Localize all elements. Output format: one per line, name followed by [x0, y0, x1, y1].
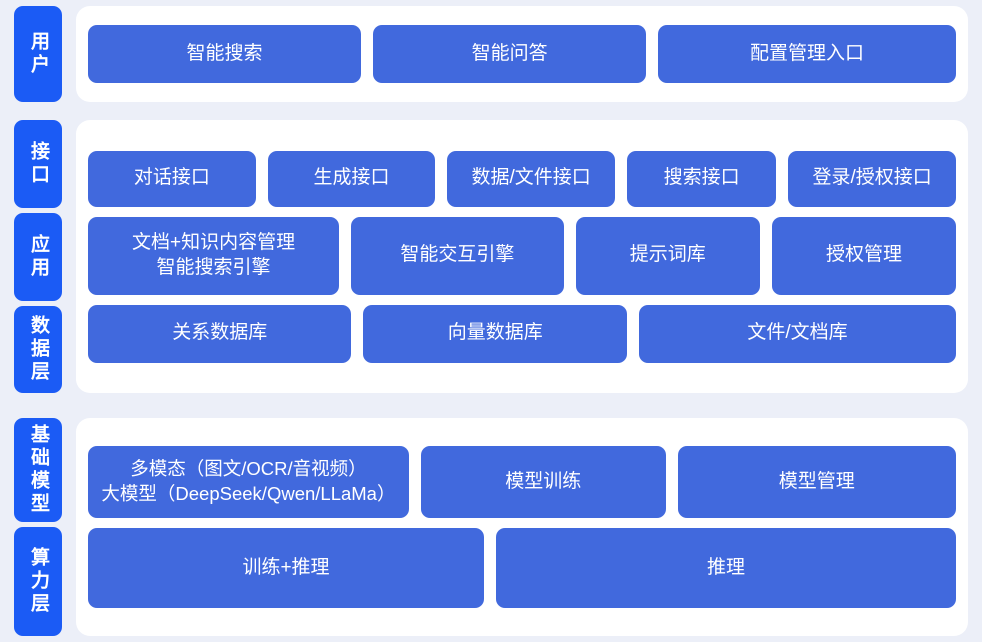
- rail-tab-application[interactable]: 应用: [14, 213, 62, 301]
- rail-tab-users[interactable]: 用户: [14, 6, 62, 102]
- node-smart-qa[interactable]: 智能问答: [373, 25, 647, 83]
- row-models: 多模态（图文/OCR/音视频） 大模型（DeepSeek/Qwen/LLaMa）…: [88, 446, 957, 518]
- node-file-document-store[interactable]: 文件/文档库: [638, 304, 957, 363]
- rail-users: 用户: [0, 6, 62, 102]
- panel-infrastructure: 多模态（图文/OCR/音视频） 大模型（DeepSeek/Qwen/LLaMa）…: [76, 418, 968, 636]
- band-platform: 接口 应用 数据层 对话接口 生成接口 数据/文件接口 搜索接口 登录/授权接口…: [0, 120, 982, 393]
- node-training-and-inference[interactable]: 训练+推理: [88, 528, 485, 608]
- row-data-stores: 关系数据库 向量数据库 文件/文档库: [88, 304, 957, 363]
- rail-platform: 接口 应用 数据层: [0, 120, 62, 393]
- row-interfaces: 对话接口 生成接口 数据/文件接口 搜索接口 登录/授权接口: [88, 150, 956, 207]
- rail-infrastructure: 基础模型 算力层: [0, 418, 62, 636]
- band-users: 用户 智能搜索 智能问答 配置管理入口: [0, 6, 982, 102]
- panel-users: 智能搜索 智能问答 配置管理入口: [76, 6, 968, 102]
- node-search-interface[interactable]: 搜索接口: [626, 150, 777, 207]
- row-compute: 训练+推理 推理: [88, 528, 956, 608]
- node-smart-search[interactable]: 智能搜索: [88, 25, 362, 83]
- node-generation-interface[interactable]: 生成接口: [267, 150, 436, 207]
- node-model-management[interactable]: 模型管理: [677, 446, 957, 518]
- node-model-training[interactable]: 模型训练: [420, 446, 666, 518]
- node-inference[interactable]: 推理: [496, 528, 956, 608]
- row-applications: 文档+知识内容管理 智能搜索引擎 智能交互引擎 提示词库 授权管理: [88, 216, 957, 295]
- rail-tab-interface[interactable]: 接口: [14, 120, 62, 208]
- node-vector-database[interactable]: 向量数据库: [363, 304, 627, 363]
- row-user-entries: 智能搜索 智能问答 配置管理入口: [88, 25, 956, 83]
- node-doc-knowledge-management[interactable]: 文档+知识内容管理 智能搜索引擎: [88, 216, 340, 295]
- node-authorization-management[interactable]: 授权管理: [771, 216, 957, 295]
- node-config-management-entry[interactable]: 配置管理入口: [658, 25, 956, 83]
- node-login-auth-interface[interactable]: 登录/授权接口: [788, 150, 956, 207]
- panel-platform: 对话接口 生成接口 数据/文件接口 搜索接口 登录/授权接口 文档+知识内容管理…: [76, 120, 968, 393]
- node-multimodal-large-model[interactable]: 多模态（图文/OCR/音视频） 大模型（DeepSeek/Qwen/LLaMa）: [88, 446, 409, 518]
- node-dialog-interface[interactable]: 对话接口: [88, 150, 256, 207]
- rail-tab-foundation-model[interactable]: 基础模型: [14, 418, 62, 522]
- rail-tab-compute-layer[interactable]: 算力层: [14, 527, 62, 636]
- node-prompt-library[interactable]: 提示词库: [575, 216, 760, 295]
- node-data-file-interface[interactable]: 数据/文件接口: [447, 150, 615, 207]
- band-infrastructure: 基础模型 算力层 多模态（图文/OCR/音视频） 大模型（DeepSeek/Qw…: [0, 418, 982, 636]
- rail-tab-data-layer[interactable]: 数据层: [14, 306, 62, 393]
- node-relational-database[interactable]: 关系数据库: [88, 304, 352, 363]
- node-smart-interaction-engine[interactable]: 智能交互引擎: [351, 216, 564, 295]
